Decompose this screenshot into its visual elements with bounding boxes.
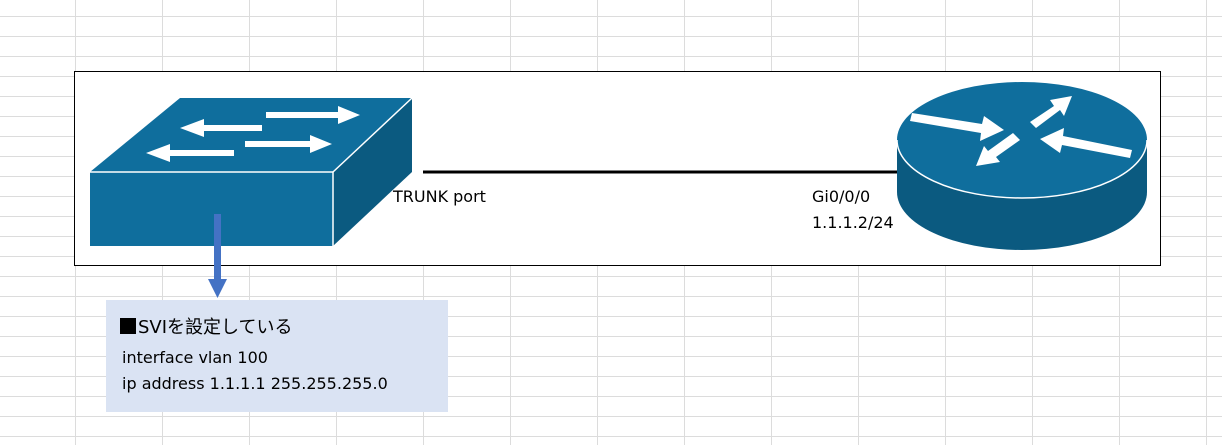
- note-title: SVIを設定している: [120, 313, 293, 339]
- switch-arrows-icon: [146, 106, 360, 162]
- router-icon: [896, 82, 1148, 250]
- trunk-port-label: TRUNK port: [393, 187, 486, 206]
- config-line: interface vlan 100: [122, 348, 268, 367]
- config-line: ip address 1.1.1.1 255.255.255.0: [122, 374, 388, 393]
- square-bullet-icon: [120, 318, 136, 334]
- note-title-text: SVIを設定している: [138, 317, 293, 338]
- router-interface-label: Gi0/0/0: [812, 187, 871, 206]
- switch-icon: [90, 97, 413, 246]
- router-arrows-icon: [910, 96, 1132, 166]
- svi-pointer-arrow: [208, 214, 227, 298]
- svi-config-note: SVIを設定している interface vlan 100 ip address…: [106, 300, 448, 412]
- router-ip-label: 1.1.1.2/24: [812, 213, 894, 232]
